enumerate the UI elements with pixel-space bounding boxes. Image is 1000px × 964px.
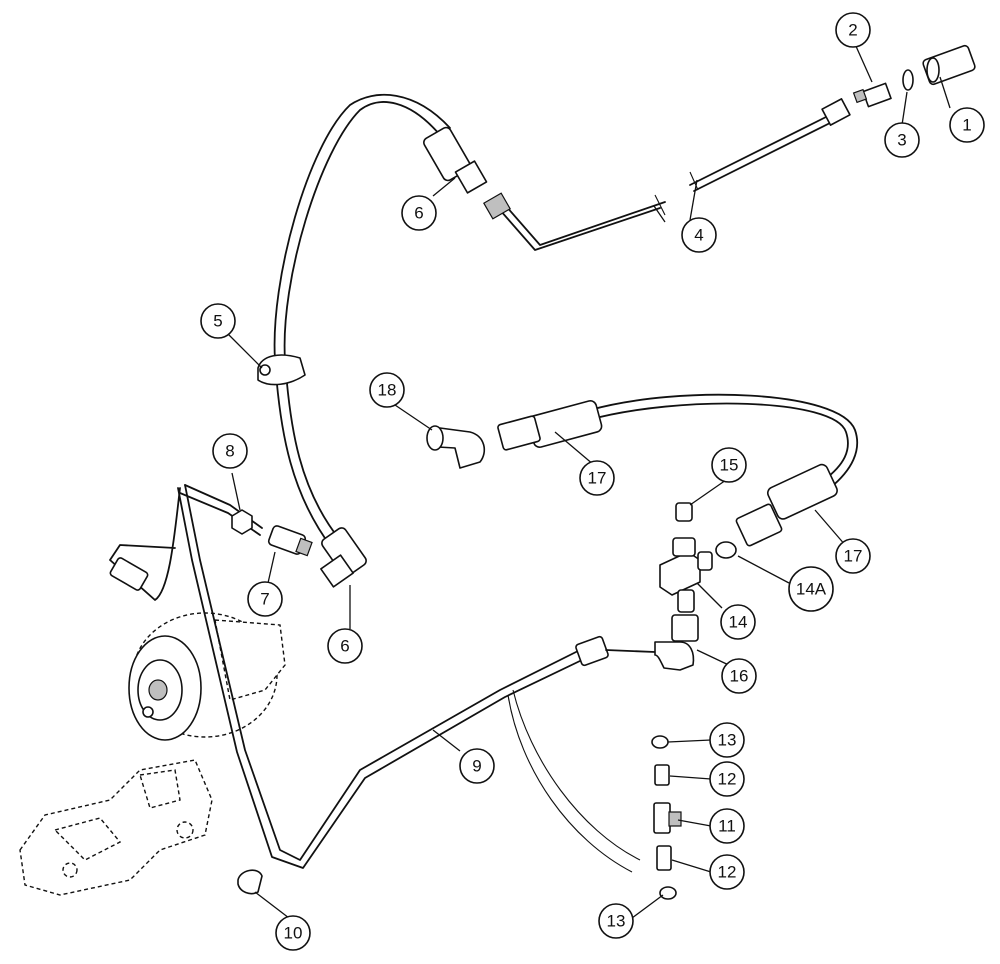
o-ring-3 (902, 69, 914, 91)
svg-text:1: 1 (962, 116, 971, 135)
svg-text:15: 15 (720, 456, 739, 475)
hose-6-lower-fitting (320, 527, 367, 588)
fitting-11 (653, 802, 682, 834)
callout-4: 4 (681, 217, 717, 253)
elbow-18 (426, 425, 486, 469)
svg-text:14A: 14A (796, 580, 827, 599)
svg-text:17: 17 (844, 547, 863, 566)
clamp-10 (237, 869, 263, 895)
svg-text:7: 7 (260, 590, 269, 609)
fitting-12-lower (656, 845, 672, 871)
svg-text:8: 8 (225, 442, 234, 461)
svg-text:3: 3 (897, 131, 906, 150)
svg-text:4: 4 (694, 226, 703, 245)
fitting-13-upper (651, 735, 669, 749)
callout-6-upper: 6 (401, 195, 437, 231)
svg-text:11: 11 (718, 817, 736, 836)
callout-15: 15 (711, 447, 747, 483)
hydraulic-valve-block (19, 759, 213, 896)
callout-12-lower: 12 (709, 854, 745, 890)
quick-coupler-1 (922, 44, 976, 86)
callout-5: 5 (200, 303, 236, 339)
svg-text:17: 17 (588, 469, 607, 488)
svg-text:6: 6 (340, 637, 349, 656)
svg-text:6: 6 (414, 204, 423, 223)
callout-17-upper: 17 (579, 460, 615, 496)
callout-7: 7 (247, 581, 283, 617)
callout-12-upper: 12 (709, 761, 745, 797)
callout-3: 3 (884, 122, 920, 158)
tube-nut-upper (821, 98, 851, 126)
svg-text:13: 13 (718, 731, 737, 750)
callout-6-lower: 6 (327, 628, 363, 664)
fitting-nut-8 (231, 509, 253, 535)
callout-2: 2 (835, 12, 871, 48)
o-ring-14a (715, 541, 737, 559)
fitting-12-upper (654, 764, 670, 786)
union-fitting-2 (852, 82, 892, 108)
adapter-7 (267, 525, 313, 557)
svg-text:10: 10 (284, 924, 303, 943)
upper-feed-tube (109, 487, 181, 601)
svg-text:9: 9 (472, 757, 481, 776)
callout-8: 8 (212, 433, 248, 469)
callout-13-upper: 13 (709, 722, 745, 758)
svg-text:5: 5 (213, 312, 222, 331)
svg-text:2: 2 (848, 21, 857, 40)
elbow-16 (605, 614, 699, 671)
hose-17 (497, 393, 859, 547)
clamp-5 (257, 354, 306, 386)
callout-14a: 14A (788, 566, 834, 612)
tube-4 (499, 114, 835, 251)
callout-1: 1 (949, 107, 985, 143)
svg-text:14: 14 (729, 613, 748, 632)
callout-17-right: 17 (835, 538, 871, 574)
svg-text:12: 12 (718, 770, 737, 789)
hose-6 (273, 93, 511, 549)
svg-text:18: 18 (378, 381, 397, 400)
drain-line (507, 689, 641, 873)
callout-16: 16 (721, 658, 757, 694)
leader-lines (227, 43, 951, 919)
tee-fitting-14 (659, 537, 713, 613)
svg-text:13: 13 (607, 912, 626, 931)
callout-9: 9 (459, 748, 495, 784)
alternator (128, 612, 286, 741)
callout-13-lower: 13 (598, 903, 634, 939)
callout-10: 10 (275, 915, 311, 951)
tube-nut-9 (575, 635, 609, 667)
callout-14: 14 (720, 604, 756, 640)
svg-text:12: 12 (718, 863, 737, 882)
callout-18: 18 (369, 372, 405, 408)
fitting-13-lower (659, 886, 677, 900)
svg-text:16: 16 (730, 667, 749, 686)
callout-11: 11 (709, 808, 745, 844)
cap-15 (675, 502, 693, 522)
